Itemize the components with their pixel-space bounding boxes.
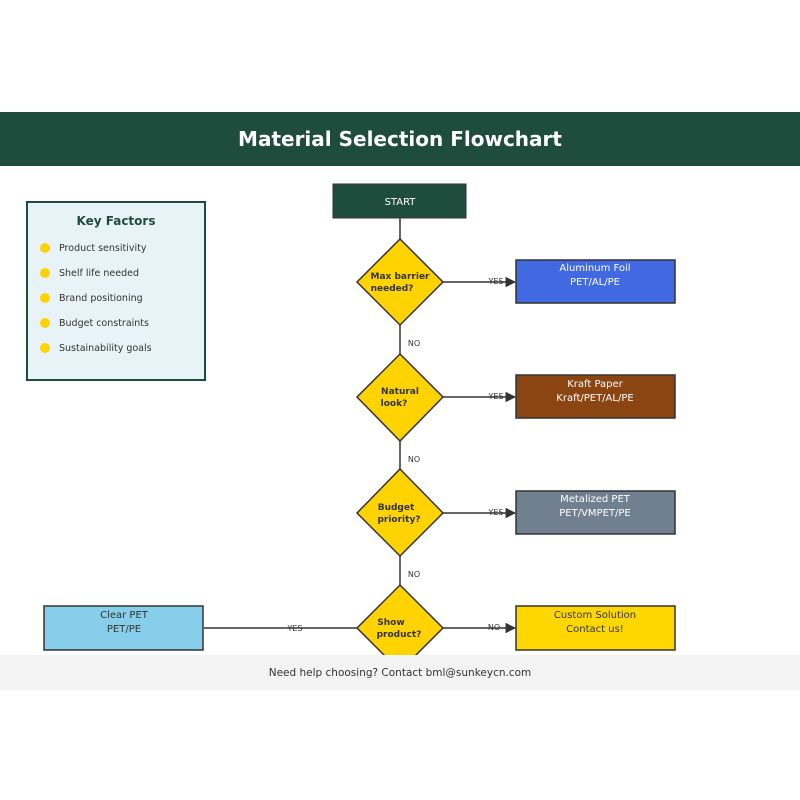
- outcome-title: Clear PET: [100, 610, 149, 621]
- outcome-box-clear-pet: [43, 605, 204, 651]
- yes-label: YES: [487, 277, 503, 286]
- decision-diamond: [355, 237, 445, 327]
- key-factor-item: Budget constraints: [40, 316, 149, 330]
- bullet-dot-icon: [40, 318, 50, 328]
- decision-label: product?: [377, 630, 422, 640]
- start-node: [332, 183, 467, 219]
- decision-label: Max barrier: [371, 272, 431, 282]
- decision-label: Natural: [381, 387, 419, 397]
- outcome-box-custom-solution: [515, 605, 676, 651]
- key-factor-item: Sustainability goals: [40, 341, 152, 355]
- key-factor-item: Shelf life needed: [40, 266, 139, 280]
- outcome-box-kraft-paper: [515, 374, 676, 419]
- page-title: Material Selection Flowchart: [238, 127, 562, 151]
- bullet-dot-icon: [40, 268, 50, 278]
- key-factors-title: Key Factors: [76, 214, 156, 228]
- header-bar: Material Selection Flowchart: [0, 112, 800, 166]
- outcome-box-metalized-pet: [515, 490, 676, 535]
- yes-label: YES: [487, 508, 503, 517]
- decision-label: Show: [377, 618, 404, 628]
- key-factor-label: Sustainability goals: [59, 342, 152, 354]
- no-label: NO: [408, 339, 420, 348]
- start-label: START: [385, 197, 417, 208]
- outcome-subtitle: Kraft/PET/AL/PE: [556, 393, 633, 404]
- bullet-dot-icon: [40, 243, 50, 253]
- key-factor-item: Brand positioning: [40, 291, 143, 305]
- no-label: NO: [408, 455, 420, 464]
- decision-label: Budget: [378, 503, 415, 513]
- decision-label: priority?: [377, 515, 420, 525]
- no-label: NO: [408, 570, 420, 579]
- yes-label: YES: [487, 392, 503, 401]
- outcome-subtitle: PET/AL/PE: [570, 277, 620, 288]
- decision-label: look?: [381, 399, 408, 409]
- yes-label: YES: [286, 624, 302, 633]
- decision-label: needed?: [371, 284, 414, 294]
- outcome-subtitle: Contact us!: [566, 624, 624, 635]
- decision-diamond: [355, 352, 445, 443]
- outcome-subtitle: PET/PE: [107, 624, 141, 635]
- footer-contact-text: Need help choosing? Contact bml@sunkeycn…: [268, 666, 532, 679]
- key-factors-panel: Key Factors Product sensitivity Shelf li…: [26, 201, 206, 381]
- bullet-dot-icon: [40, 293, 50, 303]
- no-label: NO: [488, 623, 500, 632]
- outcome-title: Kraft Paper: [567, 379, 623, 390]
- key-factor-item: Product sensitivity: [40, 241, 146, 255]
- key-factor-label: Budget constraints: [59, 317, 149, 329]
- outcome-title: Custom Solution: [554, 610, 636, 621]
- outcome-subtitle: PET/VMPET/PE: [559, 508, 630, 519]
- decision-diamond: [355, 467, 445, 558]
- key-factor-label: Brand positioning: [59, 292, 143, 304]
- key-factor-label: Product sensitivity: [59, 242, 147, 254]
- bullet-dot-icon: [40, 343, 50, 353]
- outcome-title: Aluminum Foil: [559, 263, 630, 274]
- outcome-box-aluminum-foil: [515, 259, 676, 304]
- footer-bar: Need help choosing? Contact bml@sunkeycn…: [0, 655, 800, 690]
- key-factor-label: Shelf life needed: [59, 267, 140, 279]
- outcome-title: Metalized PET: [560, 494, 631, 505]
